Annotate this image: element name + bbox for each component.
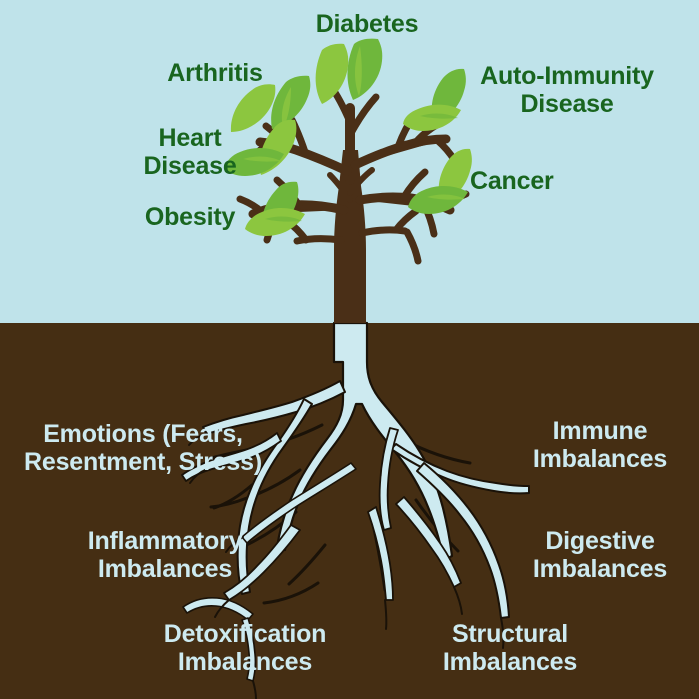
leaf-cancer: [408, 148, 472, 214]
root-label-structural-imbalances: Structural Imbalances: [442, 620, 578, 676]
canopy-label-heart-disease: Heart Disease: [143, 124, 237, 180]
root-label-digestive-imbalances: Digestive Imbalances: [532, 527, 668, 583]
root-label-emotions: Emotions (Fears, Resentment, Stress): [24, 420, 262, 476]
leaf-diabetes: [315, 38, 383, 104]
root-label-immune-imbalances: Immune Imbalances: [532, 417, 668, 473]
leaf-arthritis: [230, 75, 311, 132]
canopy-label-obesity: Obesity: [144, 203, 236, 231]
root-right-descend: [416, 462, 510, 619]
leaf-auto-immunity: [403, 68, 466, 131]
leaf-heart-disease: [224, 119, 297, 176]
canopy-label-diabetes: Diabetes: [315, 10, 419, 38]
tree-leaves: [224, 38, 472, 236]
root-label-detoxification-imbalances: Detoxification Imbalances: [163, 620, 327, 676]
root-bottom-left-wavy: [182, 597, 254, 621]
root-left-descend: [236, 398, 313, 595]
canopy-label-arthritis: Arthritis: [167, 59, 263, 87]
root-right-upper: [390, 443, 530, 495]
root-system: [181, 321, 530, 699]
root-taproot: [275, 321, 454, 562]
root-bottom-left-tail: [241, 617, 257, 682]
canopy-label-cancer: Cancer: [470, 167, 554, 195]
canopy-label-auto-immunity-disease: Auto-Immunity Disease: [480, 62, 654, 118]
root-left-lower: [223, 524, 301, 601]
root-center-fork: [378, 427, 399, 531]
leaf-obesity: [245, 181, 305, 236]
root-left-upper: [202, 380, 346, 435]
root-label-inflammatory-imbalances: Inflammatory Imbalances: [87, 527, 243, 583]
